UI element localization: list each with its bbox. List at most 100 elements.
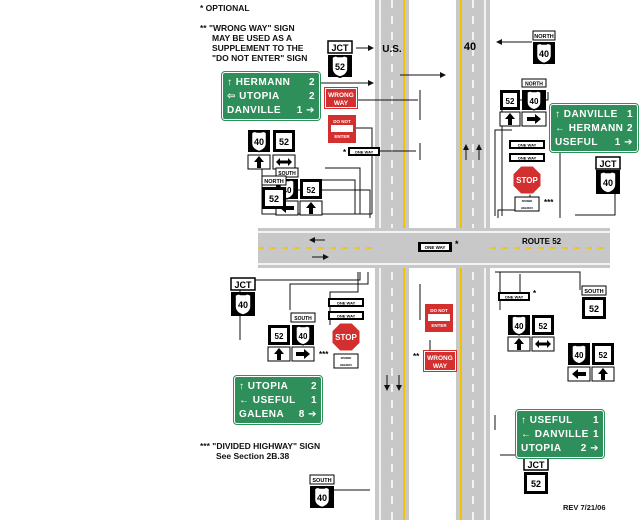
north-us-40-assembly: NORTH 40 xyxy=(532,30,556,65)
south-us-52-assembly: SOUTH 52 xyxy=(581,285,607,319)
route-52-road-label: ROUTE 52 xyxy=(522,237,562,246)
divided-highway-note: *** "DIVIDED HIGHWAY" SIGN See Section 2… xyxy=(200,441,320,461)
one-way-northwest-marker: * xyxy=(343,148,347,157)
wrong-way-south-marker: ** xyxy=(413,352,420,361)
svg-text:STOP: STOP xyxy=(335,333,357,342)
svg-text:SOUTH: SOUTH xyxy=(584,289,603,295)
jct-us-52-assembly-northwest: JCT 52 xyxy=(327,40,353,79)
svg-text:40: 40 xyxy=(283,186,292,195)
svg-text:52: 52 xyxy=(506,97,515,106)
wrong-way-sign-south: WRONG WAY xyxy=(423,350,457,372)
svg-text:52: 52 xyxy=(275,332,284,341)
intersection-one-way-sign: ONE WAY xyxy=(418,242,452,252)
wrong-way-note-line-3: SUPPLEMENT TO THE xyxy=(212,43,304,53)
svg-text:SOUTH: SOUTH xyxy=(278,171,296,177)
svg-text:40: 40 xyxy=(254,137,264,147)
svg-text:40: 40 xyxy=(603,178,613,188)
revision-date: REV 7/21/06 xyxy=(563,503,606,512)
svg-text:40: 40 xyxy=(539,49,549,59)
us-52-40-assembly-southwest: 52 SOUTH 40 xyxy=(267,312,316,362)
divided-highway-northeast-marker: *** xyxy=(544,198,554,207)
route-40-road-label: 40 xyxy=(464,41,476,53)
divided-highway-note-line-2: See Section 2B.38 xyxy=(216,451,290,461)
us-40-52-assembly-east: 40 52 xyxy=(567,343,615,382)
svg-text:STOP: STOP xyxy=(516,176,538,185)
svg-text:WRONG: WRONG xyxy=(328,92,354,99)
svg-text:40: 40 xyxy=(238,300,248,310)
svg-text:52: 52 xyxy=(279,137,289,147)
do-not-enter-sign-north: DO NOT ENTER xyxy=(328,115,356,143)
svg-text:52: 52 xyxy=(539,322,548,331)
svg-text:40: 40 xyxy=(317,493,327,503)
svg-text:WAY: WAY xyxy=(433,363,448,370)
us-52-40-assembly-northeast: 52 NORTH 40 xyxy=(499,78,547,127)
north-us-52-assembly: NORTH 52 xyxy=(261,175,287,209)
svg-text:DO NOT: DO NOT xyxy=(333,119,351,124)
svg-text:ONE WAY: ONE WAY xyxy=(337,314,356,319)
wrong-way-sign-northwest: WRONG WAY xyxy=(324,87,358,109)
wrong-way-note: ** "WRONG WAY" SIGN MAY BE USED AS A SUP… xyxy=(200,23,307,63)
svg-text:JCT: JCT xyxy=(234,280,252,290)
wrong-way-note-line-4: "DO NOT ENTER" SIGN xyxy=(212,53,308,63)
svg-text:DIVIDED: DIVIDED xyxy=(341,356,352,360)
svg-text:ENTER: ENTER xyxy=(431,323,447,328)
svg-text:ONE WAY: ONE WAY xyxy=(355,150,374,155)
svg-text:JCT: JCT xyxy=(599,159,617,169)
svg-text:NORTH: NORTH xyxy=(534,34,554,40)
jct-us-40-assembly-southwest: JCT 40 xyxy=(230,277,256,317)
svg-text:SOUTH: SOUTH xyxy=(294,316,312,322)
svg-text:DIVIDED: DIVIDED xyxy=(522,199,533,203)
do-not-enter-sign-south: DO NOT ENTER xyxy=(425,304,453,332)
svg-text:ONE WAY: ONE WAY xyxy=(518,156,537,161)
svg-text:ENTER: ENTER xyxy=(334,134,350,139)
svg-text:JCT: JCT xyxy=(331,43,349,53)
svg-text:40: 40 xyxy=(530,97,539,106)
wrong-way-note-line-1: ** "WRONG WAY" SIGN xyxy=(200,23,295,33)
svg-text:52: 52 xyxy=(589,304,599,314)
intersection-one-way-optional-marker: * xyxy=(455,239,459,249)
optional-note: * OPTIONAL xyxy=(200,3,250,13)
us-40-52-assembly-northwest: 40 52 xyxy=(247,130,296,170)
svg-text:ONE WAY: ONE WAY xyxy=(337,301,356,306)
svg-text:HIGHWAY: HIGHWAY xyxy=(521,206,533,210)
us-40-52-assembly-southeast: 40 52 xyxy=(507,315,555,352)
us-road-label: U.S. xyxy=(382,44,402,55)
one-way-sign-northwest: ONE WAY xyxy=(348,147,380,156)
jct-us-40-assembly-northeast: JCT 40 xyxy=(595,156,621,194)
south-us-40-assembly: SOUTH 40 xyxy=(309,474,335,509)
svg-text:ONE WAY: ONE WAY xyxy=(425,245,446,250)
wrong-way-note-line-2: MAY BE USED AS A xyxy=(212,33,293,43)
svg-text:40: 40 xyxy=(515,322,524,331)
svg-text:WAY: WAY xyxy=(334,100,349,107)
svg-text:NORTH: NORTH xyxy=(264,179,284,185)
median-sign-stack-northeast: ONE WAY ONE WAY STOP DIVIDED HIGHWAY xyxy=(509,140,545,212)
svg-text:52: 52 xyxy=(335,62,345,72)
svg-text:40: 40 xyxy=(575,351,584,360)
svg-text:40: 40 xyxy=(299,332,308,341)
svg-text:52: 52 xyxy=(307,186,316,195)
median-sign-stack-southwest: ONE WAY ONE WAY STOP DIVIDED HIGHWAY xyxy=(328,298,364,369)
svg-text:ONE WAY: ONE WAY xyxy=(505,295,524,300)
svg-text:ONE WAY: ONE WAY xyxy=(518,143,537,148)
divided-highway-note-line-1: *** "DIVIDED HIGHWAY" SIGN xyxy=(200,441,321,451)
svg-text:52: 52 xyxy=(599,351,608,360)
svg-text:52: 52 xyxy=(531,479,541,489)
svg-text:DO NOT: DO NOT xyxy=(430,308,448,313)
